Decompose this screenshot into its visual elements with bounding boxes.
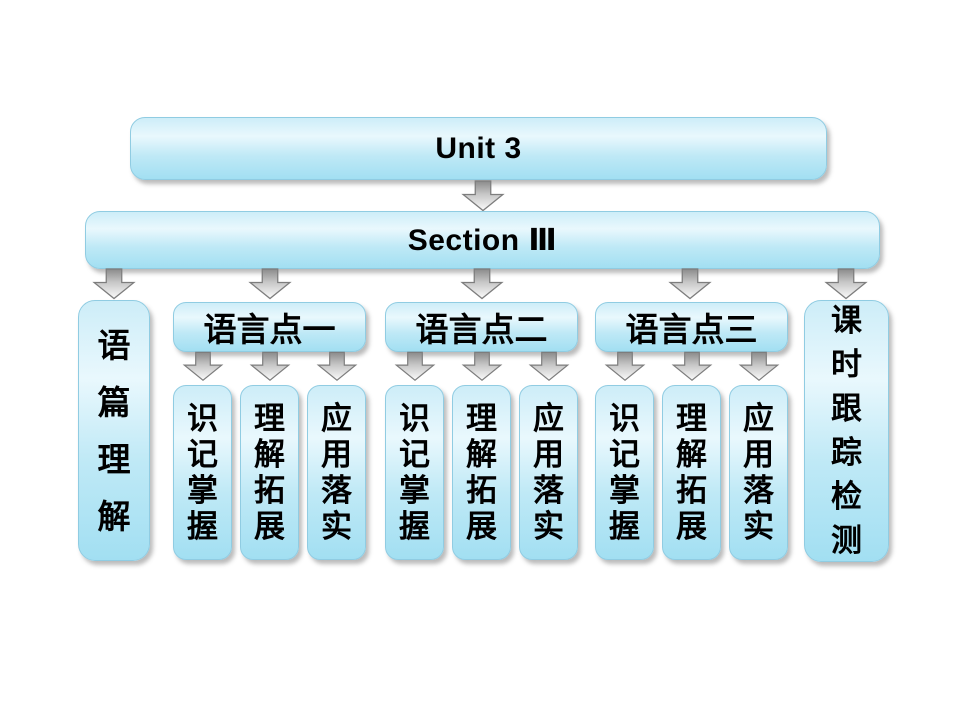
group-2-child-2-box: 理解拓展 [452, 385, 511, 560]
down-arrow-icon [667, 268, 713, 300]
down-arrow-icon [249, 351, 291, 382]
down-arrow-icon [604, 351, 646, 382]
group-3-child-3-box: 应用落实 [729, 385, 788, 560]
group-2-child-3-box: 应用落实 [519, 385, 578, 560]
group-2-header-label: 语言点二 [415, 311, 548, 348]
right-branch-box: 课时跟踪检测 [804, 300, 889, 562]
group-1-child-2-box: 理解拓展 [240, 385, 299, 560]
group-3-header-box: 语言点三 [595, 302, 788, 352]
down-arrow-icon [528, 351, 570, 382]
group-3-child-1-label: 识记掌握 [609, 400, 640, 544]
down-arrow-icon [459, 268, 505, 300]
down-arrow-icon [182, 351, 224, 382]
left-branch-box: 语篇理解 [78, 300, 150, 561]
group-3-child-2-box: 理解拓展 [662, 385, 721, 560]
group-1-header-label: 语言点一 [203, 311, 336, 348]
down-arrow-icon [316, 351, 358, 382]
group-1-child-3-label: 应用落实 [321, 400, 352, 544]
group-2-child-1-label: 识记掌握 [399, 400, 430, 544]
group-1-header-box: 语言点一 [173, 302, 366, 352]
group-2-header-box: 语言点二 [385, 302, 578, 352]
group-2-child-2-label: 理解拓展 [466, 400, 497, 544]
down-arrow-icon [823, 268, 869, 300]
down-arrow-icon [247, 268, 293, 300]
down-arrow-icon [91, 268, 137, 300]
section-title-box: Section Ⅲ [85, 211, 880, 269]
left-branch-label: 语篇理解 [97, 326, 131, 535]
down-arrow-icon [460, 180, 506, 212]
right-branch-label: 课时跟踪检测 [831, 303, 862, 558]
down-arrow-icon [671, 351, 713, 382]
group-3-child-2-label: 理解拓展 [676, 400, 707, 544]
unit-title-box: Unit 3 [130, 117, 827, 180]
unit-title-label: Unit 3 [435, 131, 522, 165]
group-2-child-3-label: 应用落实 [533, 400, 564, 544]
group-2-child-1-box: 识记掌握 [385, 385, 444, 560]
group-3-header-label: 语言点三 [625, 311, 758, 348]
section-title-label: Section Ⅲ [407, 223, 558, 257]
group-1-child-1-box: 识记掌握 [173, 385, 232, 560]
down-arrow-icon [461, 351, 503, 382]
group-3-child-1-box: 识记掌握 [595, 385, 654, 560]
down-arrow-icon [738, 351, 780, 382]
group-1-child-1-label: 识记掌握 [187, 400, 218, 544]
group-1-child-3-box: 应用落实 [307, 385, 366, 560]
down-arrow-icon [394, 351, 436, 382]
group-1-child-2-label: 理解拓展 [254, 400, 285, 544]
group-3-child-3-label: 应用落实 [743, 400, 774, 544]
